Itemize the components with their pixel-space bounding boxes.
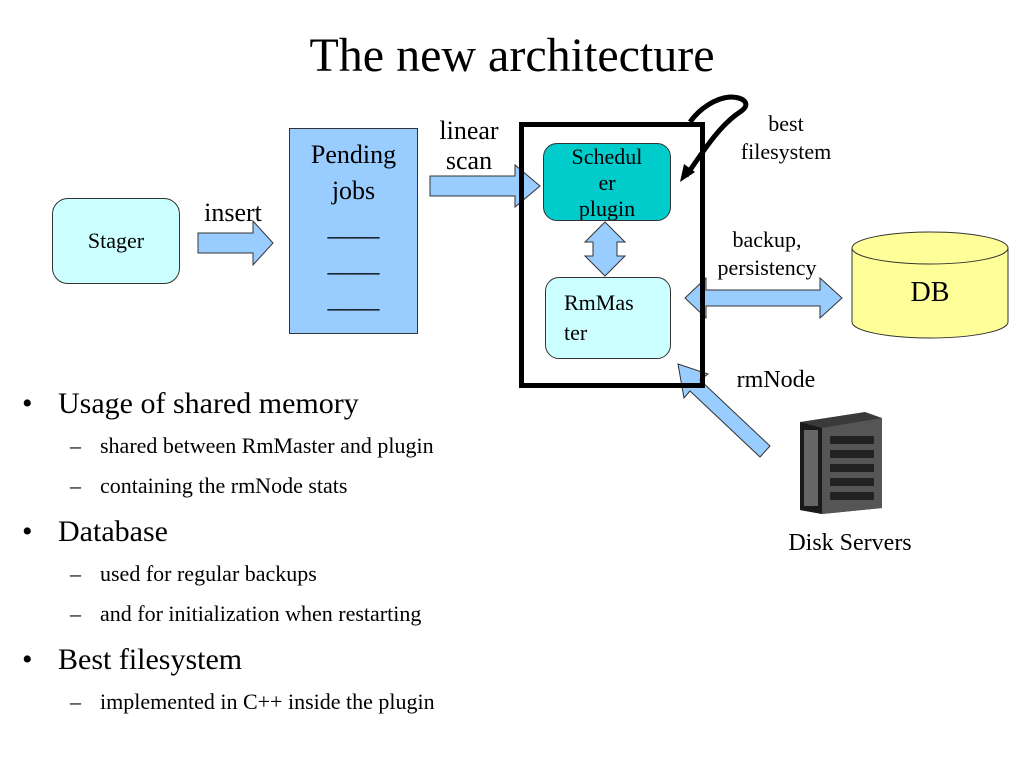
- linear-scan-line-2: scan: [445, 146, 493, 175]
- sub-bullet-item: used for regular backups: [18, 554, 578, 594]
- stager-box: Stager: [52, 198, 180, 284]
- rmmaster-process-frame: [519, 122, 705, 388]
- disk-servers-label: Disk Servers: [788, 530, 912, 556]
- bullet-item: Database: [18, 510, 578, 554]
- rmnode-label: rmNode: [736, 367, 816, 393]
- best-filesystem-label: best filesystem: [724, 110, 848, 166]
- pending-jobs-line-3: ____: [327, 212, 380, 241]
- slide-title: The new architecture: [309, 29, 715, 82]
- pending-jobs-line-5: ____: [327, 284, 380, 313]
- sub-bullet-item: containing the rmNode stats: [18, 466, 578, 506]
- rmmaster-box: RmMas ter: [545, 277, 671, 359]
- scheduler-line-3: plugin: [578, 196, 636, 221]
- sub-bullet-item: implemented in C++ inside the plugin: [18, 682, 578, 722]
- linear-scan-label: linear scan: [424, 116, 514, 176]
- backup-line-1: backup,: [732, 227, 802, 252]
- scheduler-line-2: er: [598, 170, 616, 195]
- linear-scan-line-1: linear: [439, 116, 499, 145]
- rmmaster-line-1: RmMas: [564, 290, 634, 315]
- pending-jobs-line-4: ____: [327, 248, 380, 277]
- backup-line-2: persistency: [717, 255, 817, 280]
- scheduler-line-1: Schedul: [571, 144, 643, 169]
- best-filesystem-arrowhead: [680, 164, 695, 182]
- db-label: DB: [910, 277, 950, 308]
- db-cylinder: [851, 231, 1009, 339]
- pending-jobs-line-2: jobs: [331, 176, 376, 205]
- pending-jobs-line-1: Pending: [310, 140, 397, 169]
- sub-bullet-item: shared between RmMaster and plugin: [18, 426, 578, 466]
- best-filesystem-loop-arrow: [683, 94, 749, 178]
- plugin-rmmaster-double-arrow: [583, 221, 627, 277]
- sub-bullet-item: and for initialization when restarting: [18, 594, 578, 634]
- bullet-item: Best filesystem: [18, 638, 578, 682]
- insert-arrow: [197, 219, 274, 267]
- backup-persistency-label: backup, persistency: [700, 226, 834, 282]
- linear-scan-arrow: [429, 163, 541, 209]
- bullet-list: Usage of shared memory shared between Rm…: [18, 382, 578, 722]
- rmmaster-line-2: ter: [564, 320, 588, 345]
- backup-double-arrow: [684, 276, 843, 320]
- best-filesystem-line-1: best: [768, 111, 804, 136]
- scheduler-plugin-box: Schedul er plugin: [543, 143, 671, 221]
- bullet-item: Usage of shared memory: [18, 382, 578, 426]
- pending-jobs-box: Pending jobs ____ ____ ____: [289, 128, 418, 334]
- disk-server-icon: [800, 412, 882, 514]
- insert-label: insert: [204, 198, 262, 227]
- best-filesystem-line-2: filesystem: [740, 139, 832, 164]
- stager-label: Stager: [87, 228, 145, 253]
